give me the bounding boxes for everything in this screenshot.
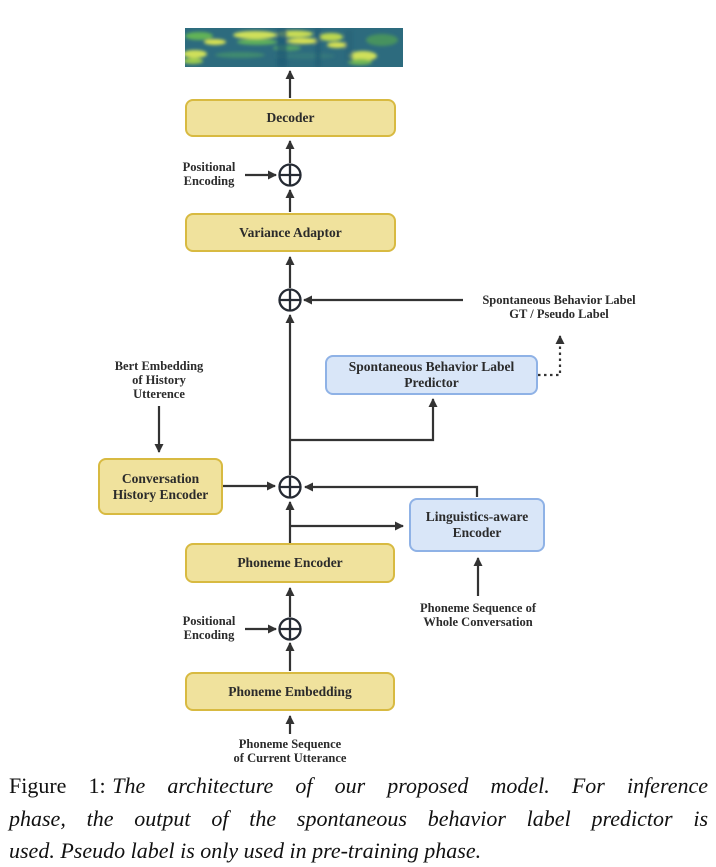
figure-caption: Figure 1:The architecture of our propose…: [9, 770, 708, 867]
arrow-linguistics-encoder-to-adder3: [304, 482, 479, 497]
add-operator-icon: [278, 163, 302, 187]
bert-embedding-label: Bert Embedding of History Utterence: [114, 359, 204, 401]
arrow-branch-to-predictor: [290, 398, 438, 442]
mel-spectrogram-texture: [185, 28, 403, 67]
node-label: History Encoder: [112, 486, 209, 502]
node-label: Spontaneous Behavior Label: [348, 359, 515, 374]
dotted-arrow-predictor-to-pseudo-label: [538, 335, 565, 377]
mel-spectrogram-image: [185, 28, 403, 67]
spontaneous-behavior-label-gt-label: Spontaneous Behavior Label GT / Pseudo L…: [482, 293, 636, 321]
phoneme-sequence-current-utterance-label: Phoneme Sequence of Current Utterance: [233, 737, 347, 765]
phoneme-embedding-node: Phoneme Embedding: [185, 672, 395, 711]
node-label: Variance Adaptor: [239, 224, 342, 240]
node-label: Decoder: [266, 110, 315, 125]
caption-text: The architecture of our proposed model. …: [112, 773, 708, 798]
caption-figure-label: Figure 1:: [9, 773, 106, 798]
positional-encoding-bottom-label: Positional Encoding: [182, 614, 236, 642]
caption-line: Figure 1:The architecture of our propose…: [9, 770, 708, 803]
node-label: Conversation: [121, 470, 200, 486]
conversation-history-encoder-node: Conversation History Encoder: [98, 458, 223, 515]
node-label: Encoder: [452, 525, 502, 540]
caption-line: phase, the output of the spontaneous beh…: [9, 805, 708, 831]
caption-line: used. Pseudo label is only used in pre-t…: [9, 838, 482, 863]
spontaneous-behavior-label-predictor-node: Spontaneous Behavior Label Predictor: [325, 355, 538, 395]
add-operator-icon: [278, 288, 302, 312]
positional-encoding-top-label: Positional Encoding: [182, 160, 236, 188]
add-operator-icon: [278, 475, 302, 499]
node-label: Predictor: [404, 375, 459, 390]
node-label: Linguistics-aware: [425, 509, 529, 524]
node-label: Phoneme Embedding: [228, 683, 352, 699]
node-label: Phoneme Encoder: [237, 555, 343, 570]
phoneme-sequence-whole-conversation-label: Phoneme Sequence of Whole Conversation: [420, 601, 536, 629]
linguistics-aware-encoder-node: Linguistics-aware Encoder: [409, 498, 545, 552]
variance-adaptor-node: Variance Adaptor: [185, 213, 396, 252]
add-operator-icon: [278, 617, 302, 641]
phoneme-encoder-node: Phoneme Encoder: [185, 543, 395, 583]
decoder-node: Decoder: [185, 99, 396, 137]
